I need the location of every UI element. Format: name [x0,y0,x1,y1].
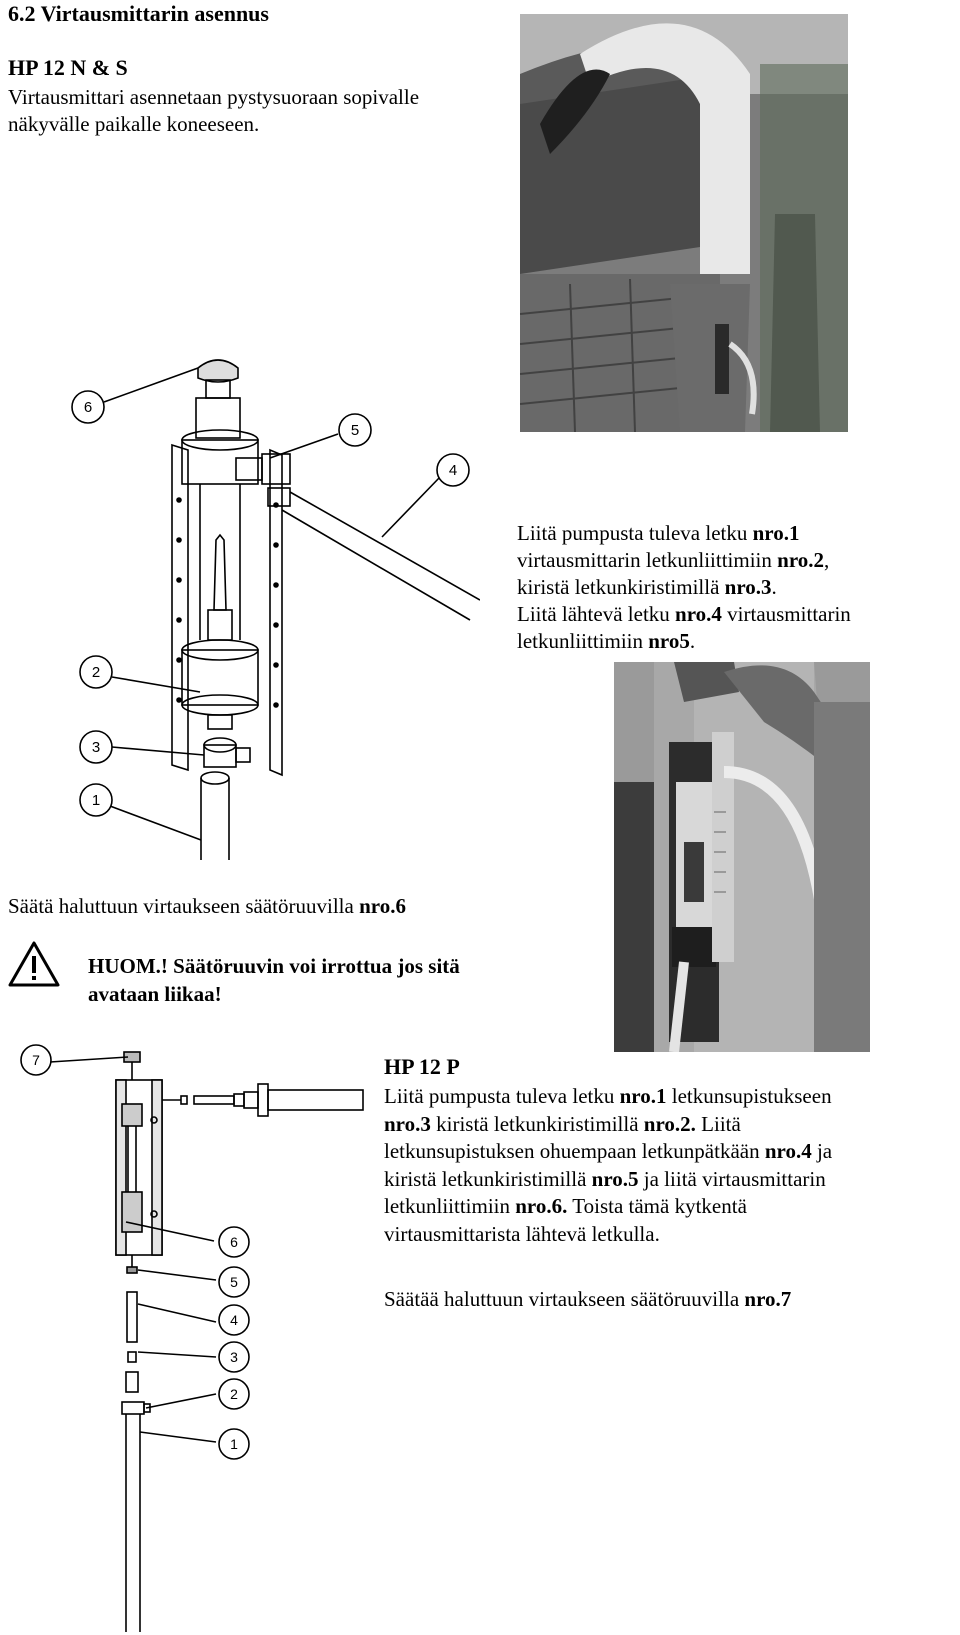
callout-3: 3 [230,1349,238,1365]
machine-photo-art [520,14,848,432]
flowmeter-photo-art [614,662,870,1052]
callout-5: 5 [230,1274,238,1290]
callout-4: 4 [449,462,457,479]
ns-instruction-line: kiristä letkunkiristimillä nro.3. [517,575,777,599]
callout-2: 2 [92,664,100,681]
warning-line-2: avataan liikaa! [88,982,222,1006]
callout-7: 7 [32,1052,40,1068]
callout-5: 5 [351,422,359,439]
callout-4: 4 [230,1312,238,1328]
flowmeter-diagram-top-art: 6 5 4 2 3 1 [71,359,480,860]
ns-instruction-line: Liitä lähtevä letku nro.4 virtausmittari… [517,602,851,626]
section-title: 6.2 Virtausmittarin asennus [8,1,269,26]
flowmeter-diagram-top: 6 5 4 2 3 1 [60,350,480,865]
ns-instruction-line: virtausmittarin letkunliittimiin nro.2, [517,548,830,572]
warning-text: HUOM.! Säätöruuvin voi irrottua jos sitä… [88,952,460,1008]
p-instruction-line: nro.3 kiristä letkunkiristimillä nro.2. … [384,1111,741,1136]
callout-1: 1 [92,792,100,809]
ns-intro-line-2: näkyvälle paikalle koneeseen. [8,112,260,136]
p-instruction-line: letkunliittimiin nro.6. Toista tämä kytk… [384,1194,747,1218]
ns-intro-line-1: Virtausmittari asennetaan pystysuoraan s… [8,85,420,109]
ns-heading: HP 12 N & S [8,55,128,80]
machine-photo [520,14,848,432]
ns-adjust-text: Säätä haluttuun virtaukseen säätöruuvill… [8,894,406,918]
flowmeter-diagram-bottom-art: 7 6 5 4 3 2 1 [20,1044,364,1632]
p-instructions: Liitä pumpusta tuleva letku nro.1 letkun… [384,1083,954,1248]
ns-instructions: Liitä pumpusta tuleva letku nro.1 virtau… [517,520,957,655]
p-instruction-line: Liitä pumpusta tuleva letku nro.1 letkun… [384,1084,832,1108]
flowmeter-diagram-bottom: 7 6 5 4 3 2 1 [16,1042,376,1632]
ns-instruction-line: letkunliittimiin nro5. [517,629,696,653]
callout-1: 1 [230,1436,238,1452]
callout-6: 6 [84,399,92,416]
p-instruction-line: virtausmittarista lähtevä letkulla. [384,1221,660,1246]
callout-6: 6 [230,1234,238,1250]
p-instruction-line: letkunsupistuksen ohuempaan letkunpätkää… [384,1139,833,1163]
warning-icon [8,940,60,988]
ns-instruction-line: Liitä pumpusta tuleva letku nro.1 [517,521,800,545]
p-instruction-line: kiristä letkunkiristimillä nro.5 ja liit… [384,1166,826,1191]
p-heading: HP 12 P [384,1054,460,1079]
callout-2: 2 [230,1386,238,1402]
p-adjust-text: Säätää haluttuun virtaukseen säätöruuvil… [384,1287,792,1311]
warning-line-1: HUOM.! Säätöruuvin voi irrottua jos sitä [88,954,460,978]
flowmeter-photo [614,662,870,1052]
callout-3: 3 [92,739,100,756]
